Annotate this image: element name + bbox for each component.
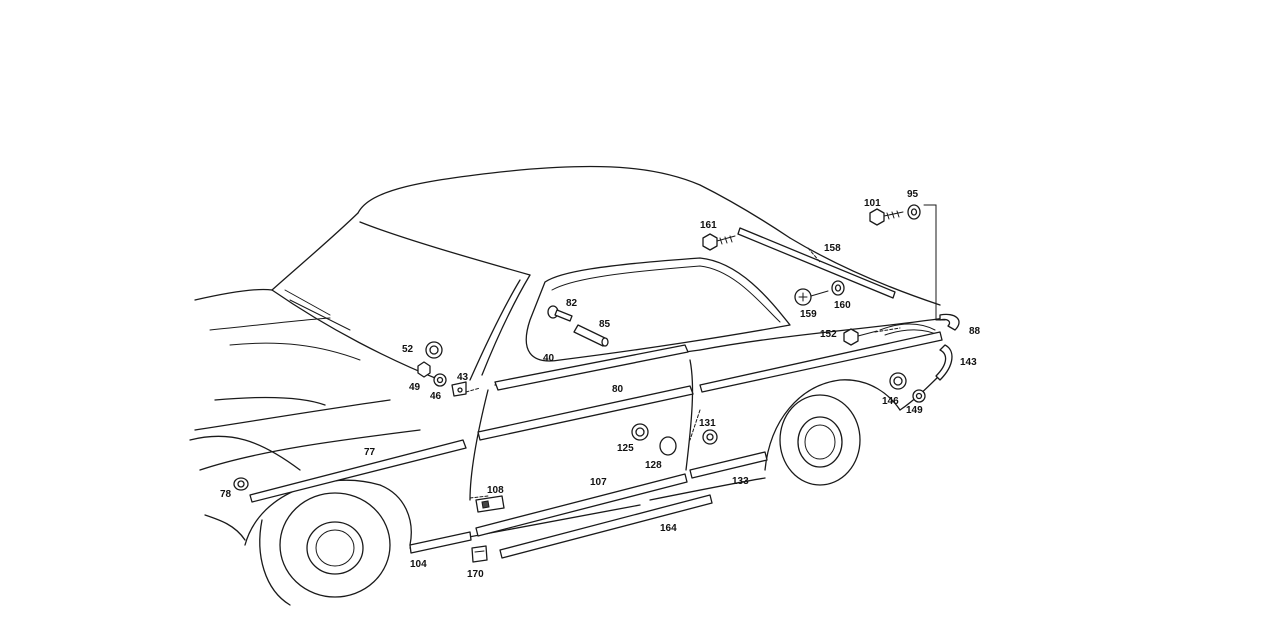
- callout-152: 152: [820, 329, 837, 340]
- plug-128[interactable]: [659, 436, 677, 456]
- rear-strip-143[interactable]: [935, 344, 953, 381]
- callout-40: 40: [543, 353, 555, 364]
- callout-128: 128: [645, 460, 662, 471]
- callout-159: 159: [800, 309, 817, 320]
- washer-160[interactable]: [831, 280, 845, 296]
- screw-101[interactable]: [869, 208, 904, 226]
- window-moulding-40[interactable]: [494, 344, 689, 391]
- callout-52: 52: [402, 344, 414, 355]
- callout-46: 46: [430, 391, 442, 402]
- callout-125: 125: [617, 443, 634, 454]
- callout-43: 43: [457, 372, 469, 383]
- callout-85: 85: [599, 319, 611, 330]
- nut-95[interactable]: [907, 204, 921, 220]
- rear-lower-moulding-133[interactable]: [689, 451, 768, 479]
- grommet-146[interactable]: [889, 372, 907, 390]
- callout-labels: 40 43 46 49 52 77 78 80 82 85 88 95 101 …: [220, 189, 981, 580]
- nut-49[interactable]: [417, 361, 431, 378]
- callout-158: 158: [824, 243, 841, 254]
- rear-quarter-moulding[interactable]: [699, 331, 943, 393]
- callout-88: 88: [969, 326, 981, 337]
- callout-170: 170: [467, 569, 484, 580]
- callout-82: 82: [566, 298, 578, 309]
- callout-143: 143: [960, 357, 977, 368]
- fender-moulding-77[interactable]: [249, 439, 467, 503]
- callout-161: 161: [700, 220, 717, 231]
- callout-101: 101: [864, 198, 881, 209]
- grommet-125[interactable]: [631, 423, 649, 441]
- roof-drip-strip-158[interactable]: [737, 227, 896, 299]
- clip-170[interactable]: [471, 545, 488, 563]
- callout-78: 78: [220, 489, 232, 500]
- washer-46[interactable]: [433, 373, 447, 387]
- bracket-108[interactable]: [475, 495, 505, 513]
- callout-131: 131: [699, 418, 716, 429]
- door-moulding-80[interactable]: [477, 385, 694, 441]
- callout-104: 104: [410, 559, 427, 570]
- screw-161[interactable]: [702, 233, 736, 251]
- trim-mouldings: [249, 227, 960, 559]
- front-lower-moulding-104[interactable]: [409, 531, 472, 554]
- grommet-52[interactable]: [425, 341, 443, 359]
- screw-159[interactable]: [794, 288, 829, 306]
- callout-164: 164: [660, 523, 677, 534]
- callout-160: 160: [834, 300, 851, 311]
- rocker-moulding-164[interactable]: [499, 494, 713, 559]
- clip-78[interactable]: [233, 477, 249, 491]
- washer-149[interactable]: [912, 389, 926, 403]
- bolt-82[interactable]: [547, 305, 573, 322]
- callout-49: 49: [409, 382, 421, 393]
- callout-107: 107: [590, 477, 607, 488]
- callout-77: 77: [364, 447, 376, 458]
- car-body-outline: [189, 165, 946, 606]
- pin-85[interactable]: [573, 324, 609, 347]
- callout-133: 133: [732, 476, 749, 487]
- callout-95: 95: [907, 189, 919, 200]
- callout-108: 108: [487, 485, 504, 496]
- clip-43[interactable]: [451, 381, 467, 397]
- grommet-131[interactable]: [702, 429, 718, 445]
- screw-152[interactable]: [843, 328, 878, 346]
- door-lower-moulding-107[interactable]: [475, 473, 688, 537]
- fasteners-and-clips: [233, 204, 926, 563]
- callout-80: 80: [612, 384, 624, 395]
- rear-end-cap-88[interactable]: [939, 313, 960, 331]
- callout-149: 149: [906, 405, 923, 416]
- callout-146: 146: [882, 396, 899, 407]
- leader-lines: [465, 204, 946, 499]
